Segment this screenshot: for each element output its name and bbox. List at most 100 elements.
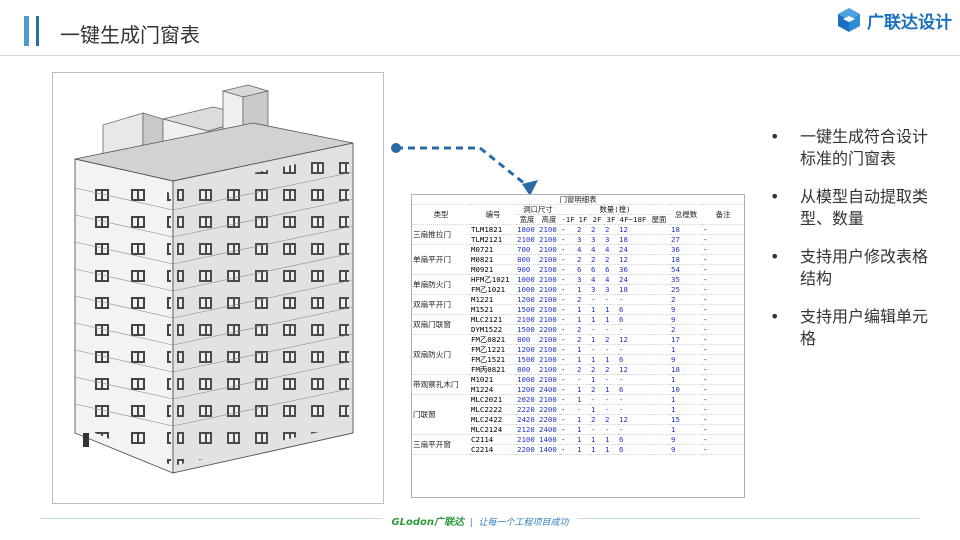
value-cell: - xyxy=(590,344,604,355)
value-cell: - xyxy=(702,294,744,305)
cube-logo-icon xyxy=(838,8,860,32)
value-cell: 4 xyxy=(576,244,590,255)
value-cell: 1200 xyxy=(516,344,538,355)
value-cell xyxy=(648,284,670,295)
header-width: 宽度 xyxy=(516,214,538,225)
value-cell: - xyxy=(702,374,744,385)
value-cell: 1200 xyxy=(516,384,538,395)
value-cell xyxy=(648,334,670,345)
value-cell: 2100 xyxy=(538,294,560,305)
value-cell: 2100 xyxy=(538,394,560,405)
value-cell: 9 xyxy=(670,304,702,315)
value-cell xyxy=(648,434,670,445)
value-cell: 2 xyxy=(604,364,618,375)
value-cell: - xyxy=(702,424,744,435)
value-cell: 2 xyxy=(576,294,590,305)
value-cell: - xyxy=(560,304,576,315)
value-cell: 1 xyxy=(604,354,618,365)
value-cell: 2100 xyxy=(516,434,538,445)
value-cell: 1500 xyxy=(516,324,538,335)
value-cell: - xyxy=(604,344,618,355)
value-cell: - xyxy=(702,384,744,395)
value-cell: 1 xyxy=(590,374,604,385)
value-cell: - xyxy=(560,444,576,455)
value-cell xyxy=(648,234,670,245)
value-cell xyxy=(648,254,670,265)
value-cell xyxy=(648,324,670,335)
value-cell: 18 xyxy=(670,254,702,265)
value-cell: 1 xyxy=(670,394,702,405)
value-cell: - xyxy=(560,294,576,305)
value-cell xyxy=(648,444,670,455)
value-cell: - xyxy=(560,404,576,415)
value-cell: - xyxy=(560,394,576,405)
value-cell: 1000 xyxy=(516,284,538,295)
value-cell: - xyxy=(702,254,744,265)
value-cell: - xyxy=(618,344,648,355)
value-cell: - xyxy=(702,394,744,405)
value-cell: 36 xyxy=(670,244,702,255)
value-cell: 12 xyxy=(618,414,648,425)
value-cell: - xyxy=(576,404,590,415)
code-cell: HFM乙1021 xyxy=(470,274,516,285)
value-cell: 2 xyxy=(590,254,604,265)
footer-brand: GLodon广联达 xyxy=(391,517,465,528)
value-cell: 1 xyxy=(576,414,590,425)
value-cell: 6 xyxy=(604,264,618,275)
value-cell: - xyxy=(560,424,576,435)
group-type-cell: 单扇防火门 xyxy=(412,274,470,295)
value-cell: - xyxy=(702,444,744,455)
value-cell: 2400 xyxy=(538,384,560,395)
value-cell: 9 xyxy=(670,314,702,325)
code-cell: MLC2222 xyxy=(470,404,516,415)
value-cell: 6 xyxy=(618,434,648,445)
group-type-cell: 带观察孔木门 xyxy=(412,374,470,395)
door-window-schedule: 门窗明细表 类型 编号 洞口尺寸 数量(樘) 总樘数 备注 宽度 高度 -1F … xyxy=(411,194,745,498)
value-cell: 1 xyxy=(590,314,604,325)
value-cell: 12 xyxy=(618,224,648,235)
value-cell: - xyxy=(618,404,648,415)
value-cell xyxy=(648,394,670,405)
header-floor: 3F xyxy=(604,214,618,225)
title-accent-bar-2 xyxy=(36,16,39,46)
value-cell: 1 xyxy=(576,384,590,395)
dashed-arrow-icon xyxy=(391,143,538,196)
value-cell: - xyxy=(702,264,744,275)
code-cell: C2214 xyxy=(470,444,516,455)
feature-item: • 从模型自动提取类型、数量 xyxy=(770,186,950,230)
value-cell: - xyxy=(604,374,618,385)
value-cell: 2100 xyxy=(538,354,560,365)
value-cell: - xyxy=(560,324,576,335)
value-cell: 1 xyxy=(670,404,702,415)
group-type-cell: 双扇门联窗 xyxy=(412,314,470,335)
code-cell: MLC2121 xyxy=(470,314,516,325)
value-cell: 4 xyxy=(590,274,604,285)
value-cell xyxy=(648,354,670,365)
value-cell: 1 xyxy=(576,304,590,315)
value-cell: - xyxy=(702,344,744,355)
feature-text: 支持用户编辑单元格 xyxy=(800,307,929,348)
value-cell: 2100 xyxy=(516,314,538,325)
value-cell: 18 xyxy=(618,284,648,295)
value-cell xyxy=(648,294,670,305)
value-cell: 24 xyxy=(618,274,648,285)
feature-text: 从模型自动提取类型、数量 xyxy=(800,187,929,228)
value-cell: 700 xyxy=(516,244,538,255)
value-cell: 1 xyxy=(590,304,604,315)
brand-name: 广联达设计 xyxy=(867,12,952,33)
value-cell: - xyxy=(618,424,648,435)
value-cell: - xyxy=(604,394,618,405)
value-cell: 3 xyxy=(576,234,590,245)
bullet-icon: • xyxy=(770,127,780,146)
